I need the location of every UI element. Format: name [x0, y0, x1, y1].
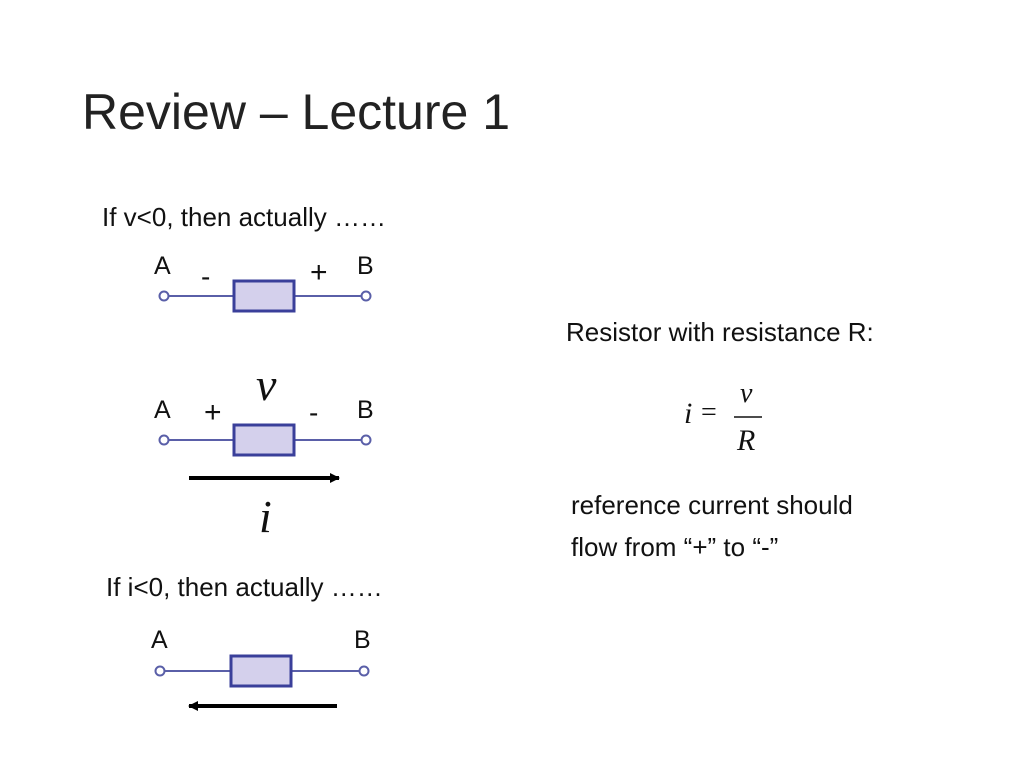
resistor-diagram-3: [154, 654, 370, 711]
resistor-diagram-1: [158, 279, 372, 313]
node-a-label: A: [154, 252, 171, 280]
v-negative-caption: If v<0, then actually ……: [102, 202, 386, 232]
terminal-b: [360, 434, 372, 446]
note-line-1: reference current should: [571, 490, 853, 520]
node-b-label: B: [354, 626, 371, 654]
terminal-b: [360, 290, 372, 302]
note-line-2: flow from “+” to “-”: [571, 532, 779, 562]
minus-sign: -: [309, 397, 319, 428]
plus-sign: +: [310, 256, 328, 289]
slide-title: Review – Lecture 1: [82, 84, 511, 140]
node-a-label: A: [154, 396, 171, 424]
node-a-label: A: [151, 626, 168, 654]
resistor-body: [229, 654, 293, 688]
formula-equals: =: [701, 397, 717, 428]
minus-sign: -: [201, 261, 211, 292]
terminal-a: [158, 434, 170, 446]
resistor-body: [232, 279, 296, 313]
formula-numerator: v: [740, 378, 753, 409]
node-b-label: B: [357, 396, 374, 424]
resistor-diagram-2: [158, 423, 372, 483]
terminal-b: [358, 665, 370, 677]
resistor-body: [232, 423, 296, 457]
formula-lhs: i: [684, 397, 693, 430]
terminal-a: [154, 665, 166, 677]
formula-denominator: R: [737, 424, 756, 457]
voltage-symbol: v: [256, 359, 277, 410]
node-b-label: B: [357, 252, 374, 280]
terminal-a: [158, 290, 170, 302]
resistor-heading: Resistor with resistance R:: [566, 317, 874, 347]
plus-sign: +: [204, 396, 222, 429]
current-symbol: i: [259, 491, 272, 542]
i-negative-caption: If i<0, then actually ……: [106, 572, 383, 602]
